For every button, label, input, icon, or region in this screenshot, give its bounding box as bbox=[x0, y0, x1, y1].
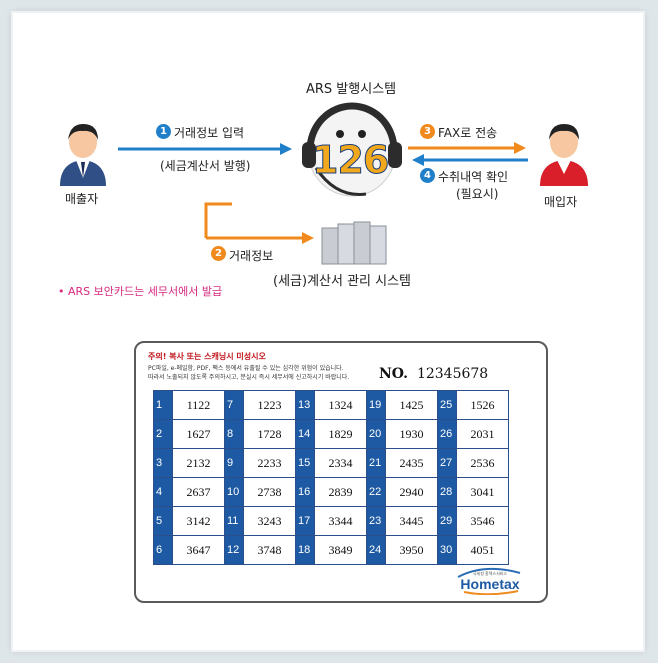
code-value-cell: 1930 bbox=[385, 419, 438, 449]
code-index-cell: 20 bbox=[366, 419, 386, 449]
code-value-cell: 2940 bbox=[385, 477, 438, 507]
code-value-cell: 2839 bbox=[314, 477, 367, 507]
arrow-step-2-top bbox=[204, 202, 232, 238]
step-4-text: 수취내역 확인 bbox=[438, 170, 509, 184]
hometax-logo-icon: 국세청 홈택스서비스 Hometax bbox=[457, 567, 521, 595]
ars-security-card: 주의! 복사 또는 스캐닝시 미성시오 PC파일, e-메일함, PDF, 팩스… bbox=[134, 341, 548, 603]
ars-mascot-icon bbox=[302, 102, 402, 197]
ars-system-title: ARS 발행시스템 bbox=[306, 82, 397, 97]
code-value-cell: 2334 bbox=[314, 448, 367, 478]
code-value-cell: 2637 bbox=[172, 477, 225, 507]
code-index-cell: 23 bbox=[366, 506, 386, 536]
card-number: NO. 12345678 bbox=[379, 366, 488, 382]
code-index-cell: 2 bbox=[153, 419, 173, 449]
step-2-badge: 2 bbox=[211, 246, 226, 261]
code-index-cell: 3 bbox=[153, 448, 173, 478]
code-value-cell: 3344 bbox=[314, 506, 367, 536]
code-index-cell: 10 bbox=[224, 477, 244, 507]
buyer-label: 매입자 bbox=[544, 195, 578, 209]
card-warning-line-2: 따라서 노출되지 않도록 주의하시고, 분실시 즉시 세무서에 신고하시기 바랍… bbox=[148, 374, 350, 381]
code-value-cell: 3041 bbox=[456, 477, 509, 507]
code-index-cell: 7 bbox=[224, 390, 244, 420]
hometax-logo-text: Hometax bbox=[460, 576, 519, 592]
step-4-badge: 4 bbox=[420, 168, 435, 183]
code-index-cell: 30 bbox=[437, 535, 457, 565]
hometax-logo-tagline: 국세청 홈택스서비스 bbox=[473, 570, 508, 576]
code-index-cell: 8 bbox=[224, 419, 244, 449]
code-index-cell: 16 bbox=[295, 477, 315, 507]
code-index-cell: 29 bbox=[437, 506, 457, 536]
code-value-cell: 3546 bbox=[456, 506, 509, 536]
ars-number: 126 bbox=[311, 138, 389, 183]
code-index-cell: 24 bbox=[366, 535, 386, 565]
code-index-cell: 12 bbox=[224, 535, 244, 565]
code-value-cell: 2536 bbox=[456, 448, 509, 478]
step-3-badge: 3 bbox=[420, 124, 435, 139]
buyer-person-icon bbox=[540, 124, 588, 186]
code-index-cell: 22 bbox=[366, 477, 386, 507]
step-2-text: 거래정보 bbox=[229, 249, 274, 263]
code-value-cell: 3243 bbox=[243, 506, 296, 536]
issuance-note: • ARS 보안카드는 세무서에서 발급 bbox=[58, 285, 223, 298]
code-index-cell: 19 bbox=[366, 390, 386, 420]
code-index-cell: 28 bbox=[437, 477, 457, 507]
code-index-cell: 5 bbox=[153, 506, 173, 536]
code-value-cell: 1425 bbox=[385, 390, 438, 420]
step-4-sub: (필요시) bbox=[456, 187, 499, 201]
code-index-cell: 18 bbox=[295, 535, 315, 565]
code-value-cell: 3950 bbox=[385, 535, 438, 565]
code-value-cell: 2132 bbox=[172, 448, 225, 478]
code-value-cell: 2435 bbox=[385, 448, 438, 478]
step-3-text: FAX로 전송 bbox=[438, 126, 498, 140]
card-warning-title: 주의! 복사 또는 스캐닝시 미성시오 bbox=[148, 352, 266, 361]
card-number-label: NO. bbox=[379, 366, 409, 382]
code-value-cell: 1526 bbox=[456, 390, 509, 420]
server-title: (세금)계산서 관리 시스템 bbox=[273, 274, 412, 289]
seller-label: 매출자 bbox=[65, 192, 99, 206]
code-index-cell: 6 bbox=[153, 535, 173, 565]
code-value-cell: 3445 bbox=[385, 506, 438, 536]
code-index-cell: 4 bbox=[153, 477, 173, 507]
code-index-cell: 27 bbox=[437, 448, 457, 478]
server-icon bbox=[321, 221, 387, 265]
code-index-cell: 25 bbox=[437, 390, 457, 420]
card-warning-line-1: PC파일, e-메일함, PDF, 팩스 등에서 유출될 수 있는 심각한 위험… bbox=[148, 365, 344, 372]
code-index-cell: 21 bbox=[366, 448, 386, 478]
code-value-cell: 1728 bbox=[243, 419, 296, 449]
code-value-cell: 3748 bbox=[243, 535, 296, 565]
code-value-cell: 2031 bbox=[456, 419, 509, 449]
step-1-badge: 1 bbox=[156, 124, 171, 139]
code-value-cell: 1829 bbox=[314, 419, 367, 449]
code-index-cell: 1 bbox=[153, 390, 173, 420]
code-value-cell: 3647 bbox=[172, 535, 225, 565]
step-1-sub: (세금계산서 발행) bbox=[160, 159, 251, 173]
code-index-cell: 14 bbox=[295, 419, 315, 449]
code-value-cell: 2233 bbox=[243, 448, 296, 478]
code-value-cell: 2738 bbox=[243, 477, 296, 507]
code-value-cell: 1324 bbox=[314, 390, 367, 420]
code-index-cell: 17 bbox=[295, 506, 315, 536]
code-index-cell: 9 bbox=[224, 448, 244, 478]
code-value-cell: 1223 bbox=[243, 390, 296, 420]
code-value-cell: 4051 bbox=[456, 535, 509, 565]
code-value-cell: 1627 bbox=[172, 419, 225, 449]
card-number-value: 12345678 bbox=[416, 366, 489, 382]
code-index-cell: 11 bbox=[224, 506, 244, 536]
code-index-cell: 26 bbox=[437, 419, 457, 449]
code-value-cell: 1122 bbox=[172, 390, 225, 420]
seller-person-icon bbox=[60, 124, 106, 186]
code-index-cell: 13 bbox=[295, 390, 315, 420]
code-value-cell: 3142 bbox=[172, 506, 225, 536]
code-value-cell: 3849 bbox=[314, 535, 367, 565]
code-index-cell: 15 bbox=[295, 448, 315, 478]
step-1-text: 거래정보 입력 bbox=[174, 126, 245, 140]
